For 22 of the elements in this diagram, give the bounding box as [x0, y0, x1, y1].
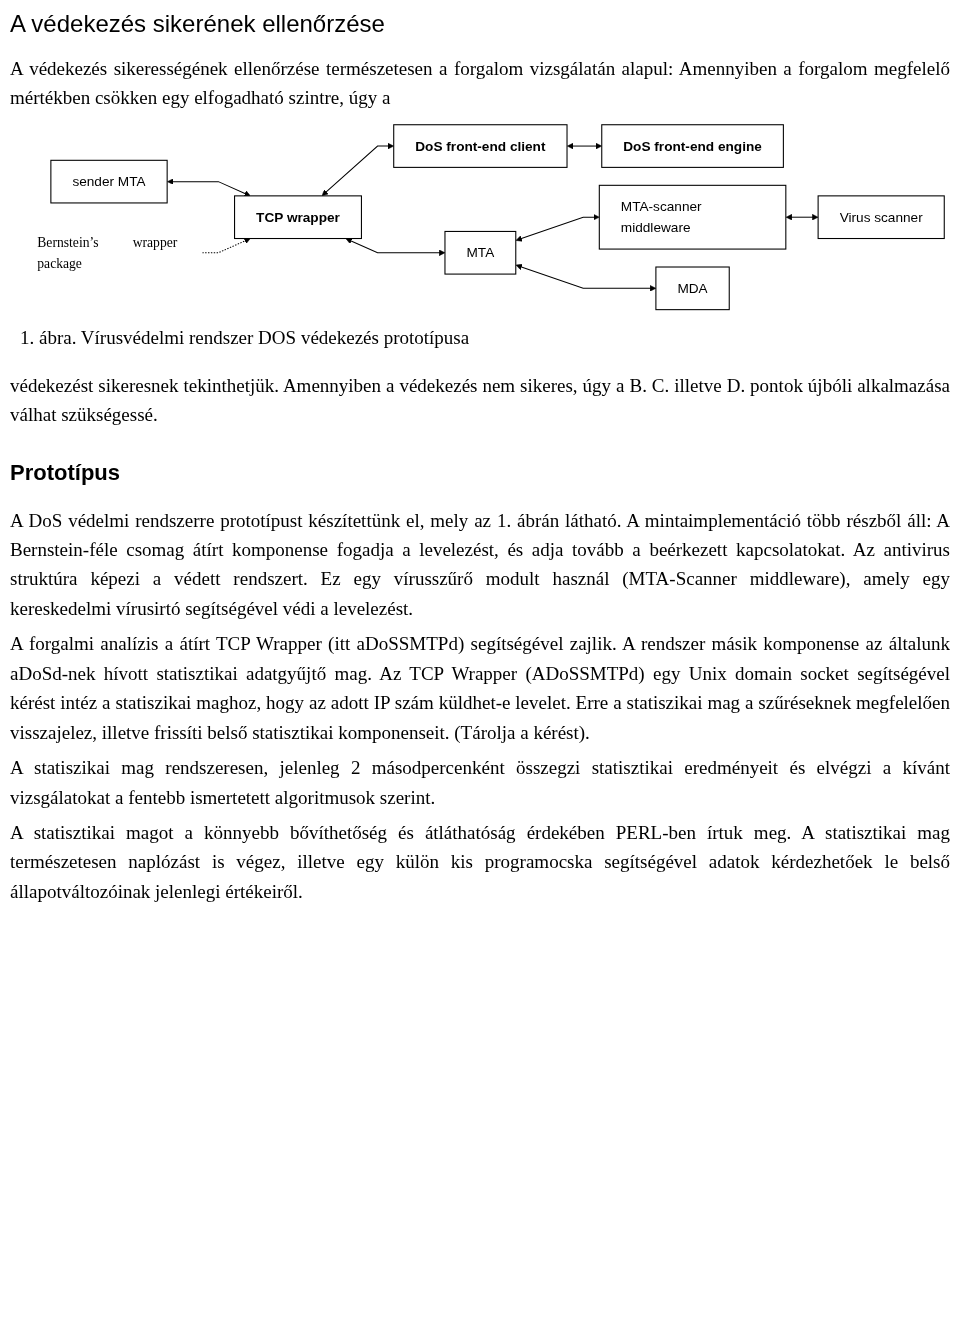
node-box: DoS front-end engine: [601, 124, 784, 168]
node-box: MTA: [444, 230, 517, 275]
arrow: [785, 213, 819, 221]
arrow: [321, 142, 394, 196]
figure-caption: 1. ábra. Vírusvédelmi rendszer DOS védekezés prototípusa: [20, 326, 471, 351]
paragraph: védekezést sikeresnek tekinthetjük. Amennyiben a védekezés nem sikeres, úgy a B. C. illetve D. pontok újbóli alkalmazása válhat szükségessé.: [10, 373, 950, 428]
node-box: MTA-scanner middleware: [598, 184, 787, 250]
page-title: A védekezés sikerének ellenőrzése: [10, 10, 386, 38]
paragraph: A védekezés sikerességének ellenőrzése természetesen a forgalom vizsgálatán alapul: Amennyiben a forgalom megfelelő mértékben csökken egy elfogadható szintre, úgy a: [10, 57, 950, 111]
paragraph: A statiszikai mag rendszeresen, jelenleg 2 másodpercenként összegzi statisztikai eredményeit és elvégzi a kívánt vizsgálatokat a fentebb ismertetett algoritmusok szerint.: [10, 756, 950, 810]
node-box: Virus scanner: [817, 195, 945, 239]
node-box: sender MTA: [50, 159, 168, 204]
arrow: [515, 213, 600, 242]
arrow: [167, 178, 251, 197]
node-text: Bernstein’s wrapper package: [37, 234, 178, 271]
paragraph: A statisztikai magot a könnyebb bővíthetőség és átláthatóság érdekében PERL-ben írtuk meg. A statisztikai mag természetesen naplózást is végez, illetve egy külön kis programocska segítségével adatok kérdezhetőek le belső állapotváltozóinak jelenlegi értékeiről.: [10, 820, 950, 904]
node-box: TCP wrapper: [234, 195, 362, 239]
node-box: DoS front-end client: [393, 124, 568, 168]
node-box: MDA: [655, 266, 730, 311]
paragraph: A DoS védelmi rendszerre prototípust készítettünk el, mely az 1. ábrán látható. A mintaimplementáció több részből áll: A Bernstein-féle csomag átírt komponense fogadja a levelezést, és adja tovább a beérkezett kapcsolatokat. Az antivirus struktúra képezi a védett rendszert. Ez egy vírusszűrő modult használ (MTA-Scanner middleware), amely egy kereskedelmi vírusirtó segítségével védi a levelezést.: [10, 508, 950, 621]
paragraph: A forgalmi analízis a átírt TCP Wrapper (itt aDoSSMTPd) segítségével zajlik. A rendszer másik komponense az általunk aDoSd-nek hívott statisztikai adatgyűjtő mag. Az TCP Wrapper (ADoSSMTPd) egy Unix domain socket segítségével kérést intéz a statiszikai maghoz, hogy az adott IP szám küldhet-e levelet. Erre a statiszikai mag a szűréseknek megfelelően visszajelez, illetve frissíti belső statisztikai komponenseit. (Tárolja a kérést).: [10, 632, 950, 745]
section-heading: Prototípus: [10, 459, 121, 486]
